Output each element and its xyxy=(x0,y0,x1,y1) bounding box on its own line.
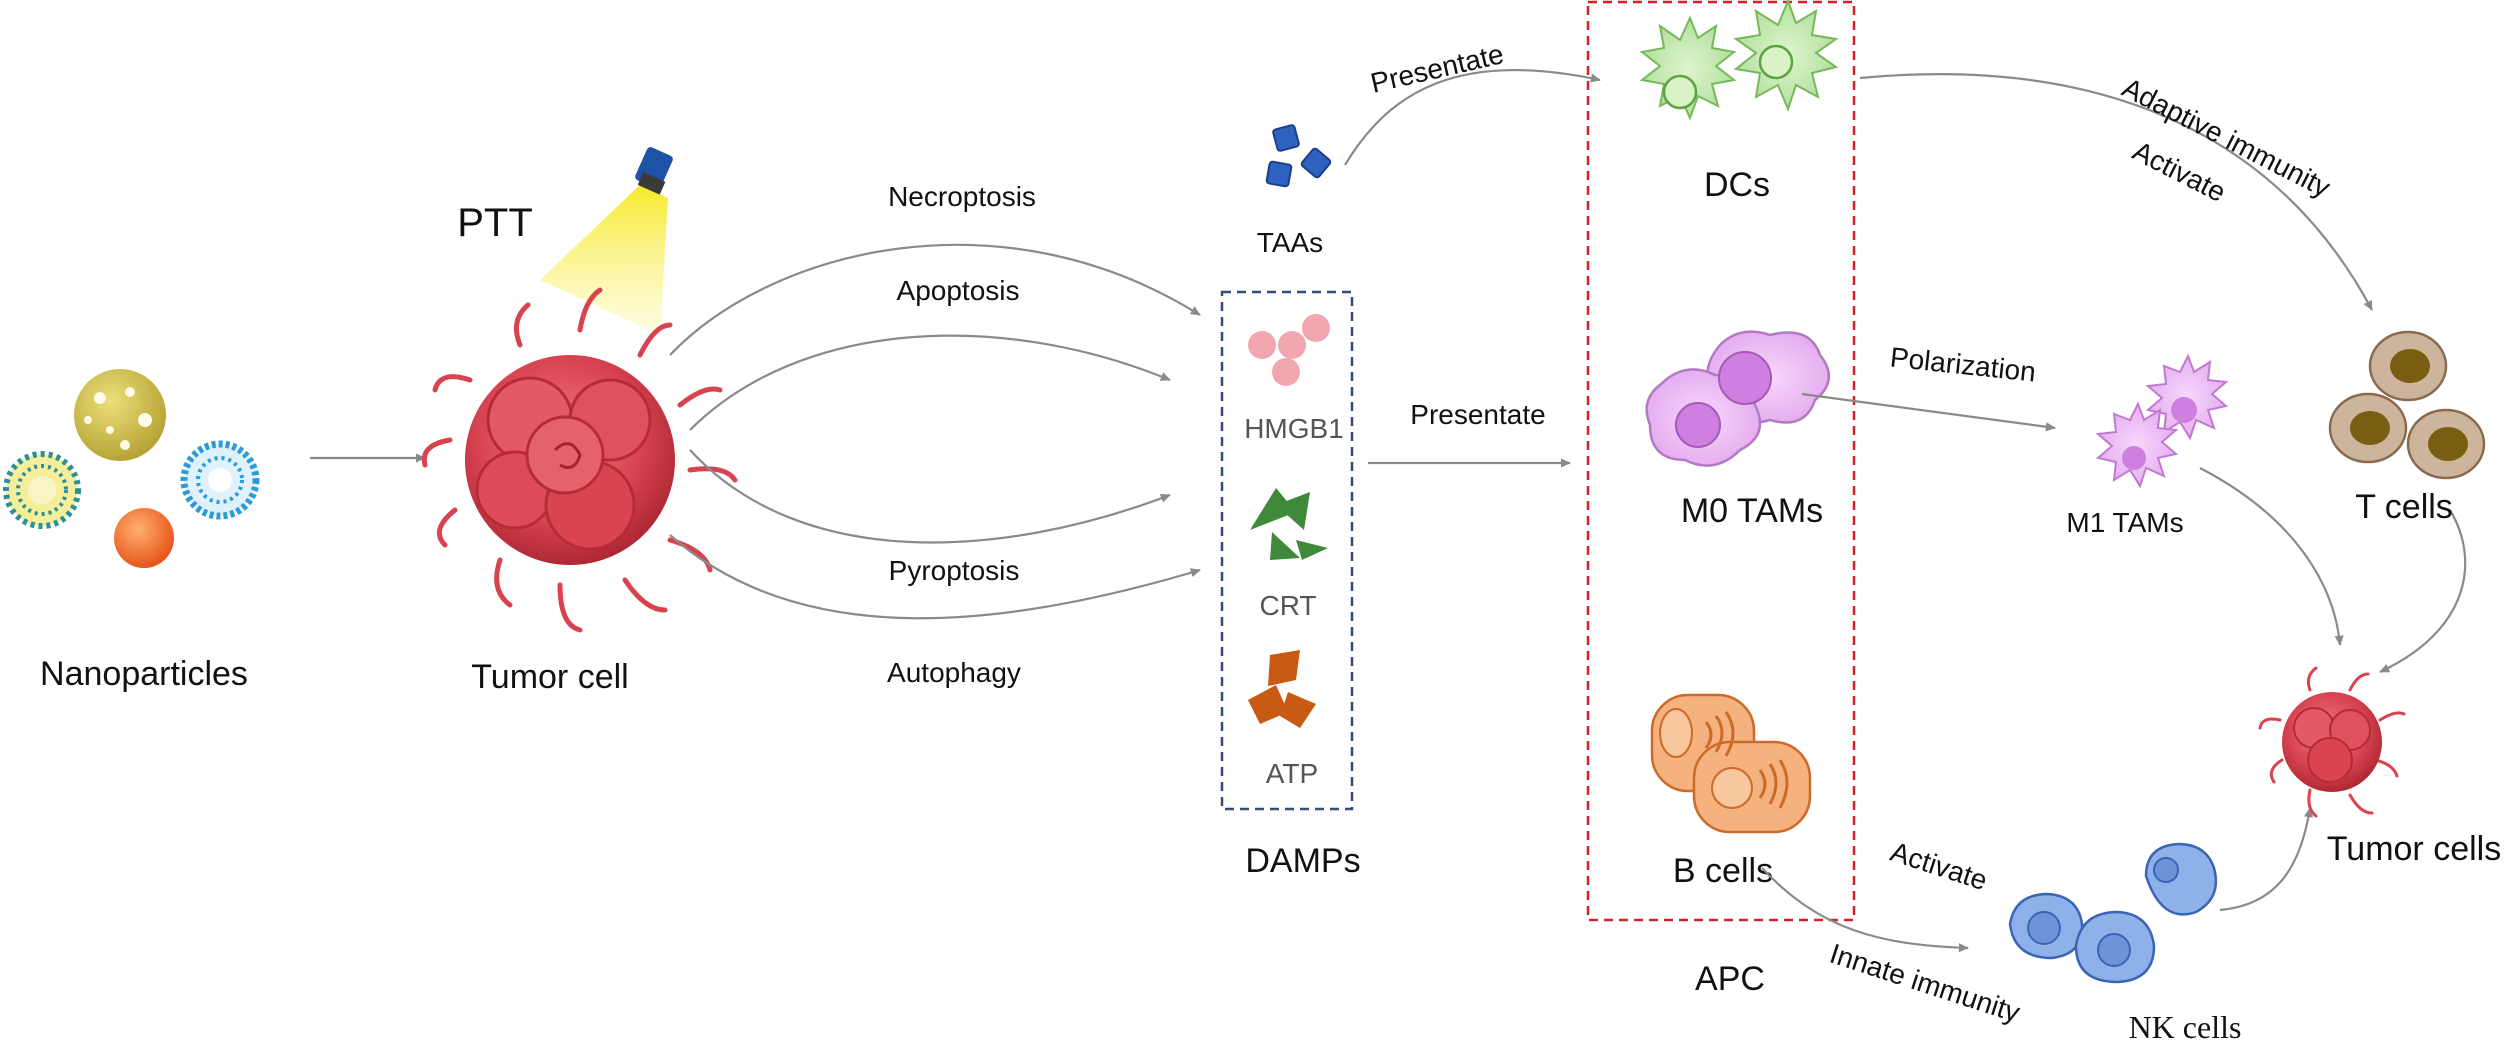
presentate-top-label: Presentate xyxy=(1368,38,1507,99)
pyroptosis-label: Pyroptosis xyxy=(889,555,1020,586)
dcs-label: DCs xyxy=(1704,166,1770,204)
arrow-t-cells-to-tumor xyxy=(2379,509,2467,673)
damps-box xyxy=(1220,290,1354,811)
arrow-necroptosis xyxy=(669,243,1201,356)
atp-icon xyxy=(1248,650,1316,728)
arrow-pyroptosis xyxy=(689,449,1171,544)
arrow-m0-to-m1 xyxy=(1801,392,2056,432)
apc-label: APC xyxy=(1695,960,1765,998)
m0-tams-label: M0 TAMs xyxy=(1681,492,1823,530)
apoptosis-label: Apoptosis xyxy=(897,275,1020,306)
crt-icon xyxy=(1250,488,1328,560)
b-cells-icon xyxy=(1650,693,1812,834)
arrow-nk-to-tumor xyxy=(2219,807,2314,912)
crt-label: CRT xyxy=(1259,590,1316,621)
nanoparticles-group xyxy=(3,369,260,568)
damps-label: DAMPs xyxy=(1245,842,1360,880)
hmgb1-label: HMGB1 xyxy=(1244,413,1344,444)
m1-tams-icon xyxy=(2095,353,2229,489)
t-cells-icon xyxy=(2328,330,2486,480)
tumor-cell-label: Tumor cell xyxy=(471,658,628,696)
nk-cells-label: NK cells xyxy=(2129,1009,2242,1045)
t-cells-label: T cells xyxy=(2355,488,2453,526)
m0-tams-icon xyxy=(1645,330,1830,467)
b-cells-label: B cells xyxy=(1673,852,1773,890)
tumor-cell-icon xyxy=(421,287,738,633)
arrow-taas-to-dcs xyxy=(1344,68,1601,166)
ptt-lamp-icon xyxy=(540,147,673,335)
apc-box xyxy=(1586,0,1856,922)
arrow-b-cells-to-nk xyxy=(1761,867,1969,953)
necroptosis-label: Necroptosis xyxy=(888,181,1036,212)
liposome-nanoparticle-icon xyxy=(3,451,81,529)
arrow-autophagy xyxy=(669,534,1201,620)
presentate-mid-label: Presentate xyxy=(1410,399,1545,430)
taas-icon xyxy=(1265,124,1332,188)
taas-label: TAAs xyxy=(1257,227,1323,258)
porous-nanoparticle-icon xyxy=(74,369,166,461)
activate-bottom-label: Activate xyxy=(1887,836,1991,896)
arrow-dcs-to-t-cells xyxy=(1859,73,2373,311)
m1-tams-label: M1 TAMs xyxy=(2066,507,2183,538)
tumor-cells-icon xyxy=(2258,666,2406,818)
arrow-m1-to-tumor xyxy=(2199,467,2344,646)
tumor-cells-label: Tumor cells xyxy=(2327,830,2501,868)
micelle-nanoparticle-icon xyxy=(180,440,260,520)
nk-cells-icon xyxy=(2008,842,2218,984)
autophagy-label: Autophagy xyxy=(887,657,1021,688)
solid-nanoparticle-icon xyxy=(114,508,174,568)
polarization-label: Polarization xyxy=(1889,341,2038,387)
innate-immunity-label: Innate immunity xyxy=(1826,938,2024,1029)
hmgb1-icon xyxy=(1248,314,1330,386)
nanoparticles-label: Nanoparticles xyxy=(40,655,248,693)
ptt-label: PTT xyxy=(457,201,533,245)
dcs-icon xyxy=(1639,0,1839,121)
atp-label: ATP xyxy=(1266,758,1318,789)
arrow-apoptosis xyxy=(689,334,1171,431)
